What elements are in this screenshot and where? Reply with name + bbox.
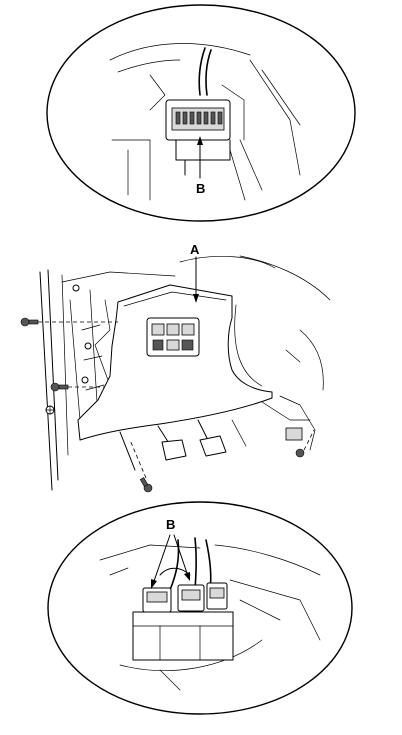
callout-b-top: B	[196, 181, 205, 196]
callout-b-bottom: B	[166, 517, 175, 532]
clip-left	[45, 405, 55, 415]
center-assembly-view	[20, 255, 331, 493]
accelerator-pedal	[199, 435, 227, 457]
top-detail-view	[46, 4, 356, 222]
bolt-bottom	[129, 439, 153, 493]
top-connector-pins	[175, 111, 223, 125]
callout-a-panel: A	[190, 242, 200, 257]
bolt-right	[295, 429, 315, 458]
bottom-detail-view	[47, 501, 353, 715]
brake-pedal	[161, 439, 187, 461]
bolt-upper-left	[20, 317, 118, 327]
lower-crash-pad-panel	[77, 284, 273, 441]
bolt-lower-left	[50, 382, 104, 392]
